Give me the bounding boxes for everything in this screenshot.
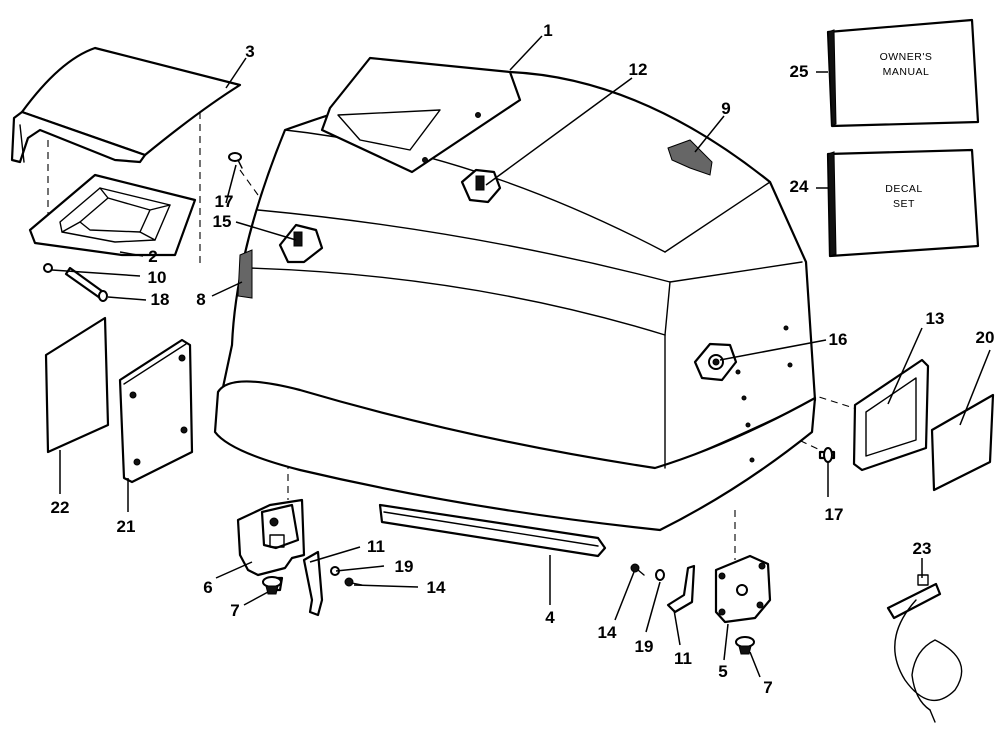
callout-3: 3 [245, 42, 254, 61]
seal-frame-13 [852, 358, 930, 472]
foam-pad-9 [667, 139, 713, 176]
screw-17-top [228, 152, 243, 169]
callout-12: 12 [629, 60, 648, 79]
grid-plate-2 [28, 173, 197, 257]
callout-15: 15 [213, 212, 232, 231]
callout-19-left: 19 [395, 557, 414, 576]
callout-11-left: 11 [367, 537, 385, 556]
callout-10: 10 [148, 268, 167, 287]
screw-10 [43, 263, 53, 273]
callout-24: 24 [790, 177, 809, 196]
grommet-12 [460, 168, 502, 204]
decal-set-line2: SET [893, 198, 915, 210]
callout-16: 16 [829, 330, 848, 349]
plate-22 [44, 316, 110, 454]
lid-3 [10, 46, 242, 164]
callout-23: 23 [913, 539, 932, 558]
grommet-15 [278, 223, 324, 264]
callout-17-top: 17 [215, 192, 234, 211]
callout-9: 9 [721, 99, 730, 118]
plate-21 [118, 338, 194, 484]
plate-20 [930, 393, 995, 492]
trim-strip-4 [378, 503, 607, 558]
latch-5 [714, 554, 772, 624]
callout-13: 13 [926, 309, 945, 328]
decal-set-line1: DECAL [885, 183, 923, 195]
callout-25: 25 [790, 62, 809, 81]
callout-8: 8 [196, 290, 205, 309]
lanyard-23 [886, 574, 963, 723]
callout-17-right: 17 [825, 505, 844, 524]
motor-cover [213, 56, 817, 532]
callout-20: 20 [976, 328, 995, 347]
grommet-16 [693, 342, 738, 382]
callout-22: 22 [51, 498, 70, 517]
bracket-11-left [302, 550, 324, 617]
decal-set-box: DECAL SET [826, 148, 980, 258]
callout-labels: 1 2 3 4 5 6 7 7 8 9 10 11 11 12 13 14 14… [51, 21, 995, 697]
washer-19-right [655, 569, 665, 581]
screw-14-left [344, 577, 363, 587]
latch-6 [236, 498, 306, 592]
callout-2: 2 [148, 247, 157, 266]
callout-14-left: 14 [427, 578, 446, 597]
tube-18 [64, 266, 108, 302]
screw-17-right [818, 447, 836, 463]
leader-lines [51, 35, 991, 678]
owners-manual-line2: MANUAL [883, 66, 930, 78]
callout-1: 1 [543, 21, 552, 40]
owners-manual-line1: OWNER'S [880, 51, 933, 63]
callout-7-right: 7 [763, 678, 772, 697]
owners-manual-box: OWNER'S MANUAL [826, 18, 980, 128]
callout-5: 5 [718, 662, 727, 681]
callout-6: 6 [203, 578, 212, 597]
foam-pad-8 [237, 249, 253, 299]
callout-4: 4 [545, 608, 555, 627]
callout-7-left: 7 [230, 601, 239, 620]
knob-7-left [262, 576, 282, 595]
callout-14-right: 14 [598, 623, 617, 642]
callout-11-right: 11 [674, 649, 692, 668]
callout-19-right: 19 [635, 637, 654, 656]
callout-21: 21 [117, 517, 136, 536]
knob-7-right [735, 636, 755, 655]
bracket-11-right [666, 564, 696, 614]
screw-14-right [630, 563, 645, 576]
callout-18: 18 [151, 290, 170, 309]
